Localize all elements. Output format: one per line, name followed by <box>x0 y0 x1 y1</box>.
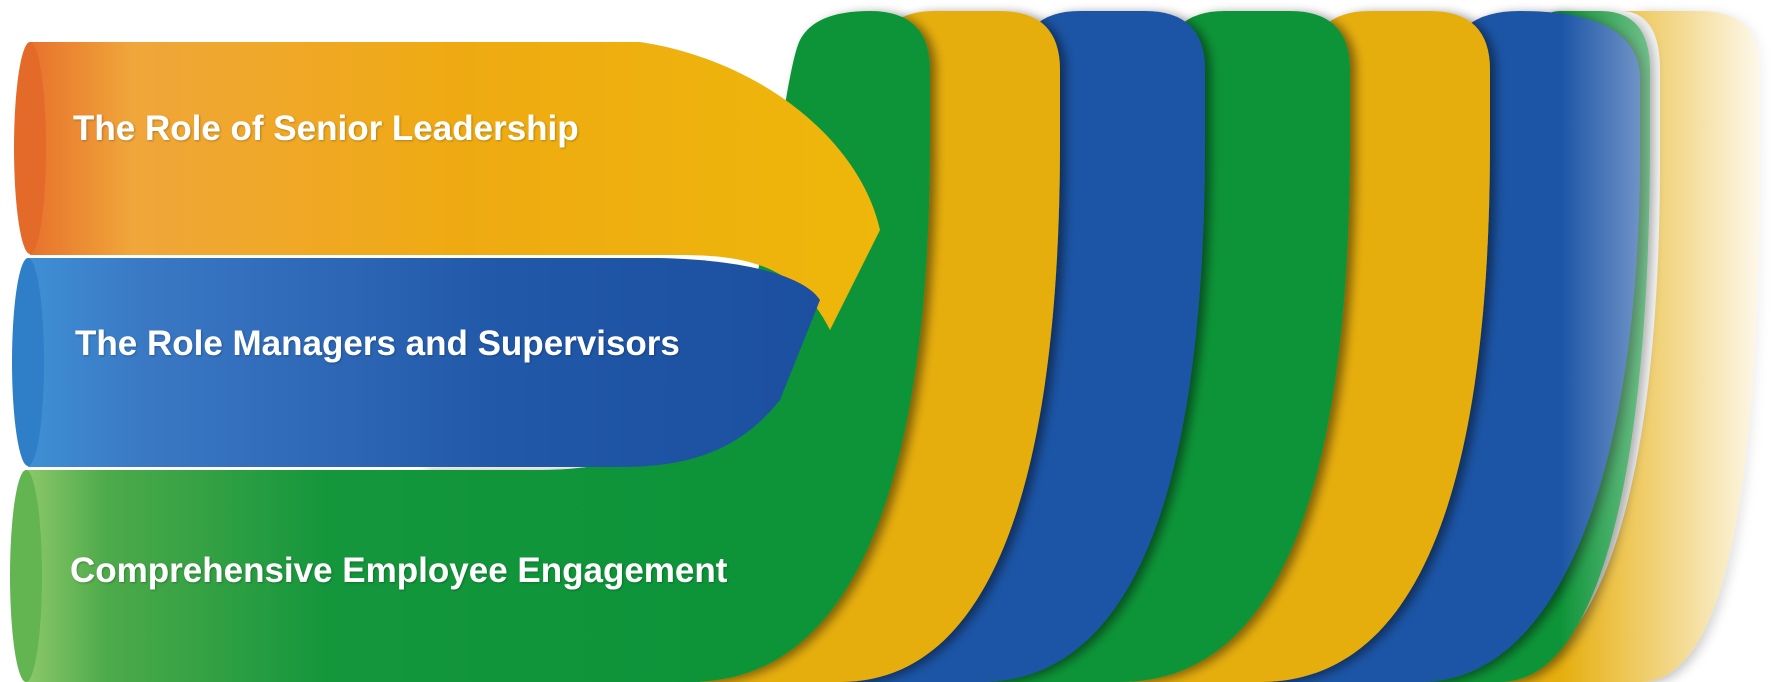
horizontal-bands <box>10 42 880 682</box>
band-employee-engagement <box>26 470 700 682</box>
right-fade-overlay <box>1560 0 1779 682</box>
label-senior-leadership: The Role of Senior Leadership <box>73 109 579 148</box>
band-cap-green <box>10 470 42 682</box>
label-employee-engagement: Comprehensive Employee Engagement <box>70 551 728 590</box>
band-senior-leadership <box>30 42 880 330</box>
band-cap-orange <box>14 42 46 254</box>
band-managers-supervisors <box>28 258 820 467</box>
label-managers-supervisors: The Role Managers and Supervisors <box>75 324 680 363</box>
band-cap-blue <box>12 258 44 466</box>
ribbon-5 <box>1110 11 1490 682</box>
